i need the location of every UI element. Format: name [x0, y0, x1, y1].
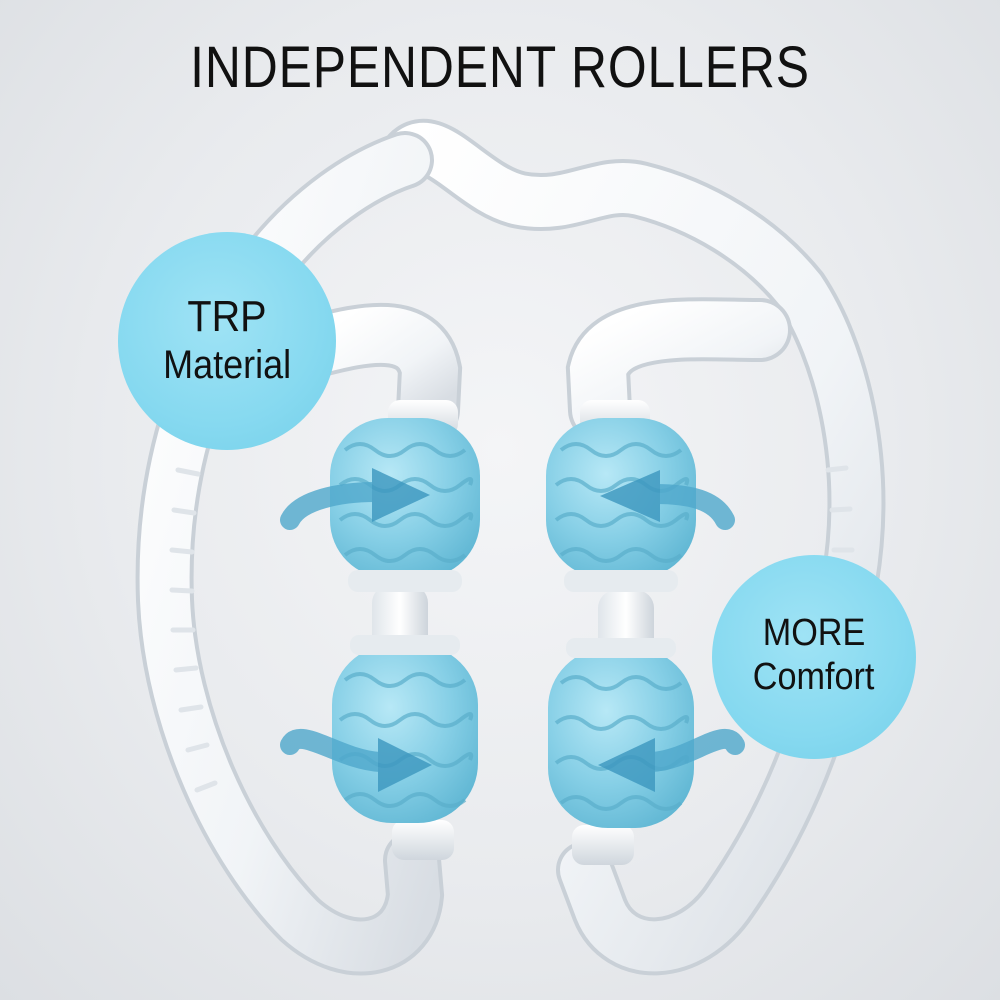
badge-line-2: Comfort: [753, 656, 875, 699]
roller-bottom-left: [332, 635, 478, 823]
frame-arms: [288, 297, 792, 442]
badge-line-2: Material: [162, 343, 292, 388]
frame-outer: [135, 119, 886, 976]
rotation-arrow-icon: [600, 470, 735, 530]
badge-line-1: TRP: [187, 291, 267, 341]
rotation-arrow-icon: [280, 729, 432, 792]
badge-line-1: MORE: [762, 612, 866, 655]
rotation-arrow-icon: [280, 468, 430, 530]
feature-badge-material: TRP Material: [118, 232, 336, 450]
feature-badge-comfort: MORE Comfort: [712, 555, 916, 759]
roller-bottom-right: [548, 638, 694, 828]
rotation-arrow-icon: [598, 729, 745, 792]
headline: INDEPENDENT ROLLERS: [190, 35, 810, 100]
